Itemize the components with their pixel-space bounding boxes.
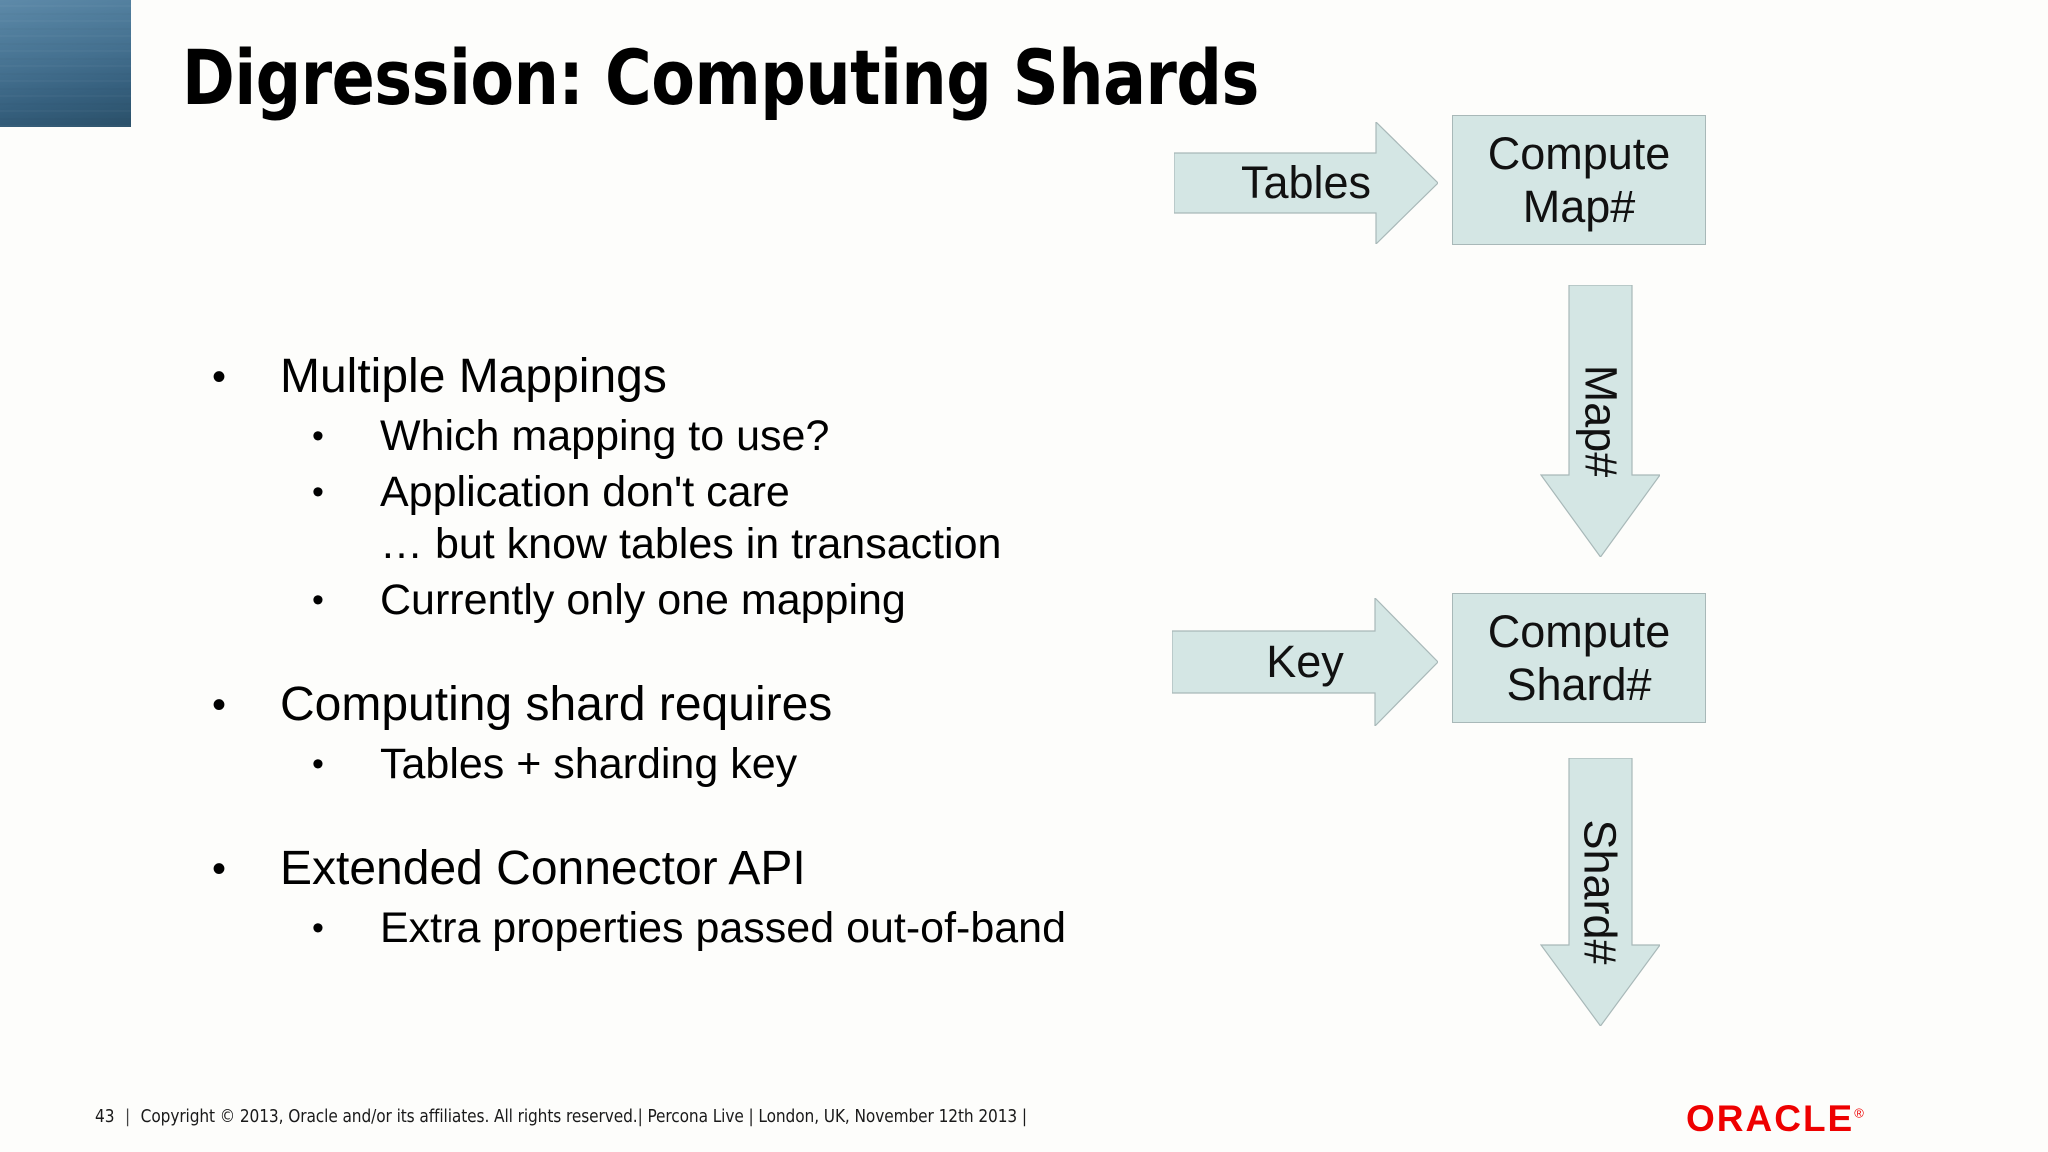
arrow-shard-number: Shard# [1540,758,1660,1026]
list-item: • Tables + sharding key [212,738,1212,790]
corner-accent-block [0,0,131,127]
footer-separator: | [125,1106,131,1127]
list-item: • Currently only one mapping [212,574,1212,626]
arrow-down-icon [1540,285,1660,557]
box-compute-shard-line2: Shard# [1506,659,1652,710]
box-compute-shard-line1: Compute [1487,606,1671,657]
list-item-label: Extra properties passed out-of-band [380,904,1067,952]
list-item-continuation: … but know tables in transaction [380,520,1002,568]
arrow-tables: Tables [1174,122,1438,244]
list-item-label: Extended Connector API [280,842,806,895]
bullet-list: • Multiple Mappings • Which mapping to u… [212,348,1212,954]
list-item-label: Tables + sharding key [380,740,798,788]
copyright-text: Copyright © 2013, Oracle and/or its affi… [140,1106,1027,1127]
list-item-label: Multiple Mappings [280,350,667,403]
oracle-logo-text: ORACLE [1686,1098,1855,1139]
arrow-down-icon [1540,758,1660,1026]
page-title: Digression: Computing Shards [182,33,1259,122]
box-compute-shard: Compute Shard# [1452,593,1706,723]
bullet-marker-icon: • [212,683,227,727]
bullet-marker-icon: • [312,417,324,455]
list-item: • Application don't care [212,466,1212,518]
arrow-key: Key [1172,598,1438,726]
box-compute-map-line2: Map# [1522,181,1636,232]
page-number: 43 [95,1106,115,1127]
list-item-label: Application don't care [380,468,790,516]
arrow-map-number: Map# [1540,285,1660,557]
list-item-label: Currently only one mapping [380,576,906,624]
arrow-right-icon [1172,598,1438,726]
bullet-marker-icon: • [212,355,227,399]
bullet-marker-icon: • [312,909,324,947]
list-item-label: Which mapping to use? [380,412,830,460]
box-compute-shard-text: Compute Shard# [1488,605,1671,711]
list-item-label: Computing shard requires [280,678,833,731]
list-item: • Computing shard requires [212,676,1212,734]
list-item: • Extra properties passed out-of-band [212,902,1212,954]
shard-computation-diagram: Tables Compute Map# Map# Key [1150,100,1790,1060]
box-compute-map-text: Compute Map# [1488,127,1671,233]
bullet-marker-icon: • [212,847,227,891]
bullet-marker-icon: • [312,745,324,783]
box-compute-map: Compute Map# [1452,115,1706,245]
bullet-marker-icon: • [312,581,324,619]
list-spacer [212,626,1212,654]
oracle-logo: ORACLE® [1686,1098,1864,1140]
registered-trademark-icon: ® [1854,1105,1864,1121]
list-item: • Multiple Mappings [212,348,1212,406]
list-item: • Which mapping to use? [212,410,1212,462]
bullet-marker-icon: • [312,473,324,511]
box-compute-map-line1: Compute [1487,128,1671,179]
slide-footer: 43 | Copyright © 2013, Oracle and/or its… [95,1106,1027,1127]
list-item: • Extended Connector API [212,840,1212,898]
arrow-right-icon [1174,122,1438,244]
list-spacer [212,790,1212,818]
